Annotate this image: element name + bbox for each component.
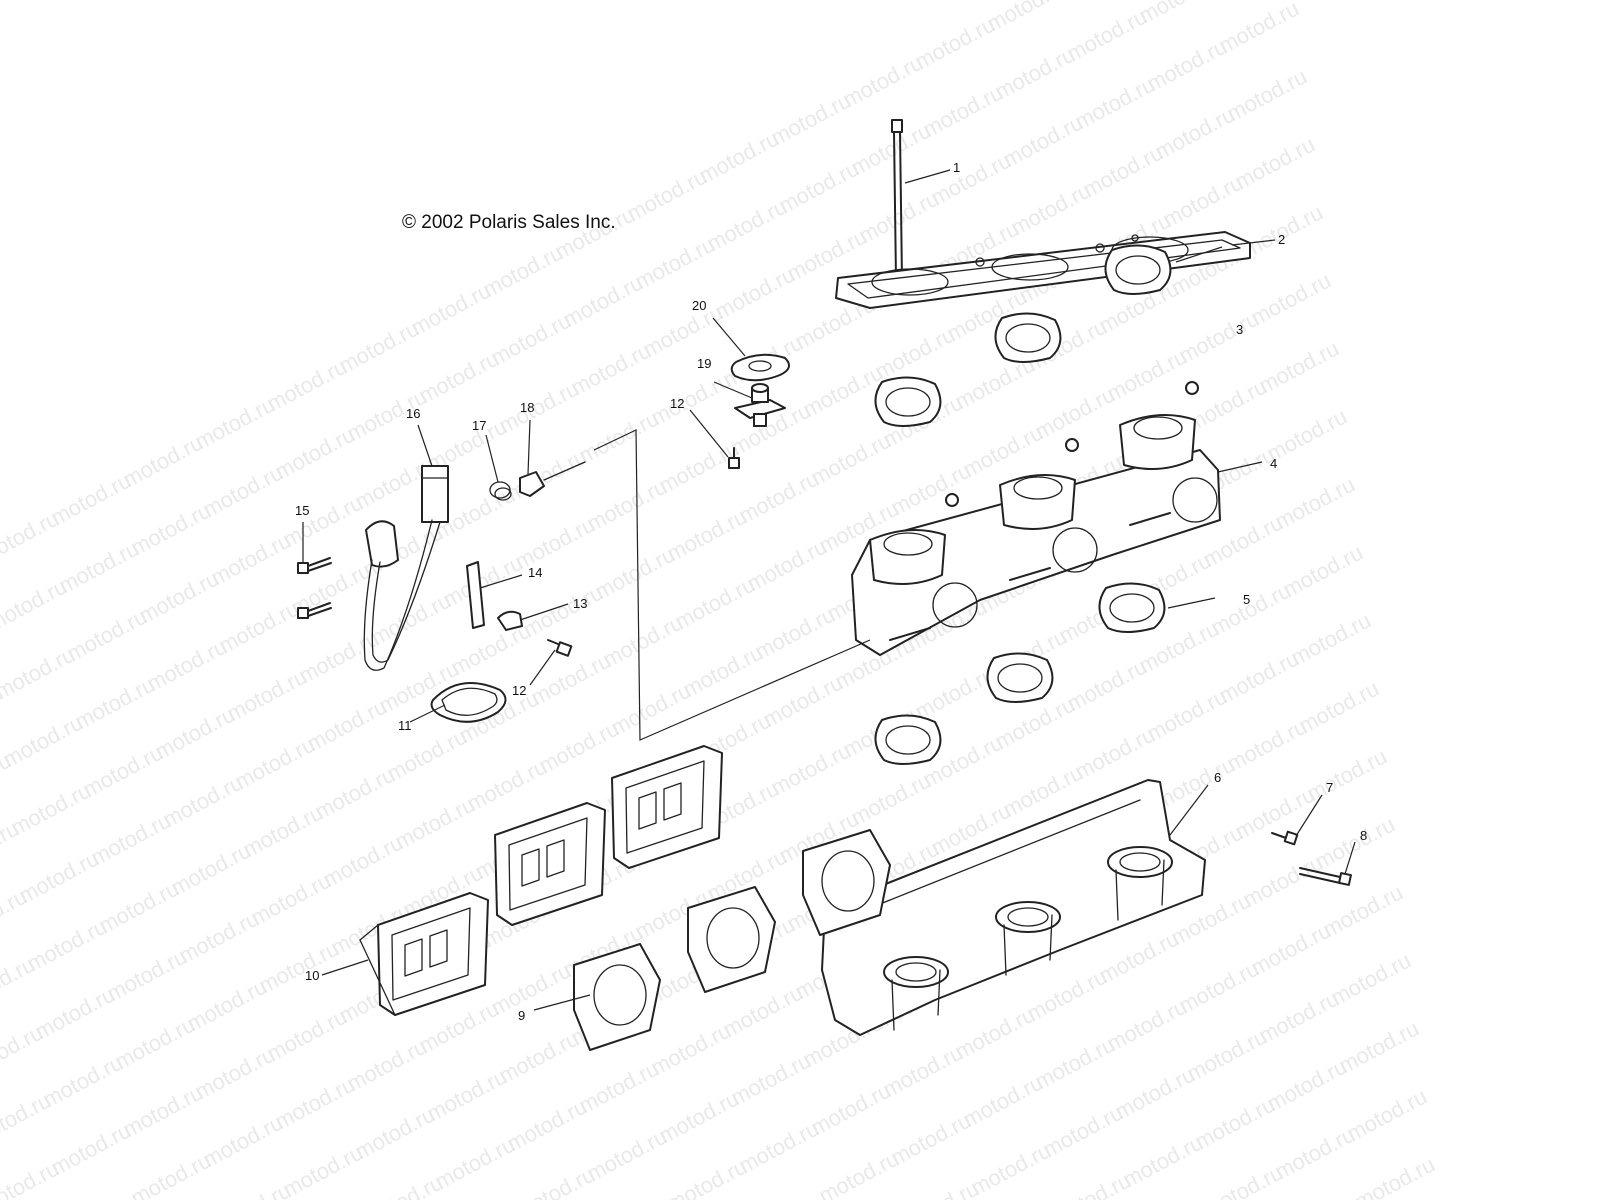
part-14-hose xyxy=(466,561,485,629)
callout-15: 15 xyxy=(295,503,309,518)
callout-10: 10 xyxy=(305,968,319,983)
callout-6: 6 xyxy=(1214,770,1221,785)
part-8-bolt xyxy=(1299,867,1352,886)
leader-lines xyxy=(302,169,1356,1011)
callout-numbers: 1 2 3 4 5 6 7 8 9 10 11 12 12 13 14 15 1… xyxy=(295,160,1367,1023)
callout-7: 7 xyxy=(1326,780,1333,795)
part-17-clamp xyxy=(489,481,512,501)
routing-line xyxy=(593,429,871,741)
callout-12-lower: 12 xyxy=(512,683,526,698)
callout-14: 14 xyxy=(528,565,542,580)
callout-18: 18 xyxy=(520,400,534,415)
part-5-gaskets xyxy=(874,582,1166,765)
callout-20: 20 xyxy=(692,298,706,313)
part-12-screw-upper xyxy=(728,447,740,469)
part-10-reed-valves xyxy=(359,745,723,1016)
callout-4: 4 xyxy=(1270,456,1277,471)
callout-12-upper: 12 xyxy=(670,396,684,411)
callout-16: 16 xyxy=(406,406,420,421)
part-18-fitting xyxy=(519,461,586,497)
callout-9: 9 xyxy=(518,1008,525,1023)
callout-3: 3 xyxy=(1236,322,1243,337)
callout-8: 8 xyxy=(1360,828,1367,843)
part-15-bolts xyxy=(297,557,332,619)
part-1-bolt xyxy=(891,119,903,281)
part-20-gasket xyxy=(730,353,790,382)
part-2-gasket-plate xyxy=(835,231,1251,309)
callout-17: 17 xyxy=(472,418,486,433)
part-11-o-ring xyxy=(430,682,507,723)
part-4-throttle-bodies xyxy=(851,381,1221,656)
part-13-clip xyxy=(497,610,523,631)
callout-13: 13 xyxy=(573,596,587,611)
callout-5: 5 xyxy=(1243,592,1250,607)
part-19-sensor xyxy=(734,383,786,427)
part-3-gaskets xyxy=(874,244,1172,427)
part-9-spacers xyxy=(573,829,891,1051)
callout-19: 19 xyxy=(697,356,711,371)
callout-1: 1 xyxy=(953,160,960,175)
part-7-bolt xyxy=(1271,830,1299,846)
part-12-screw-lower xyxy=(547,639,573,657)
callout-2: 2 xyxy=(1278,232,1285,247)
callout-11: 11 xyxy=(398,718,412,733)
copyright-text: © 2002 Polaris Sales Inc. xyxy=(402,212,616,233)
part-6-intake-manifold xyxy=(821,779,1206,1036)
part-16-sensor-harness xyxy=(363,465,449,671)
